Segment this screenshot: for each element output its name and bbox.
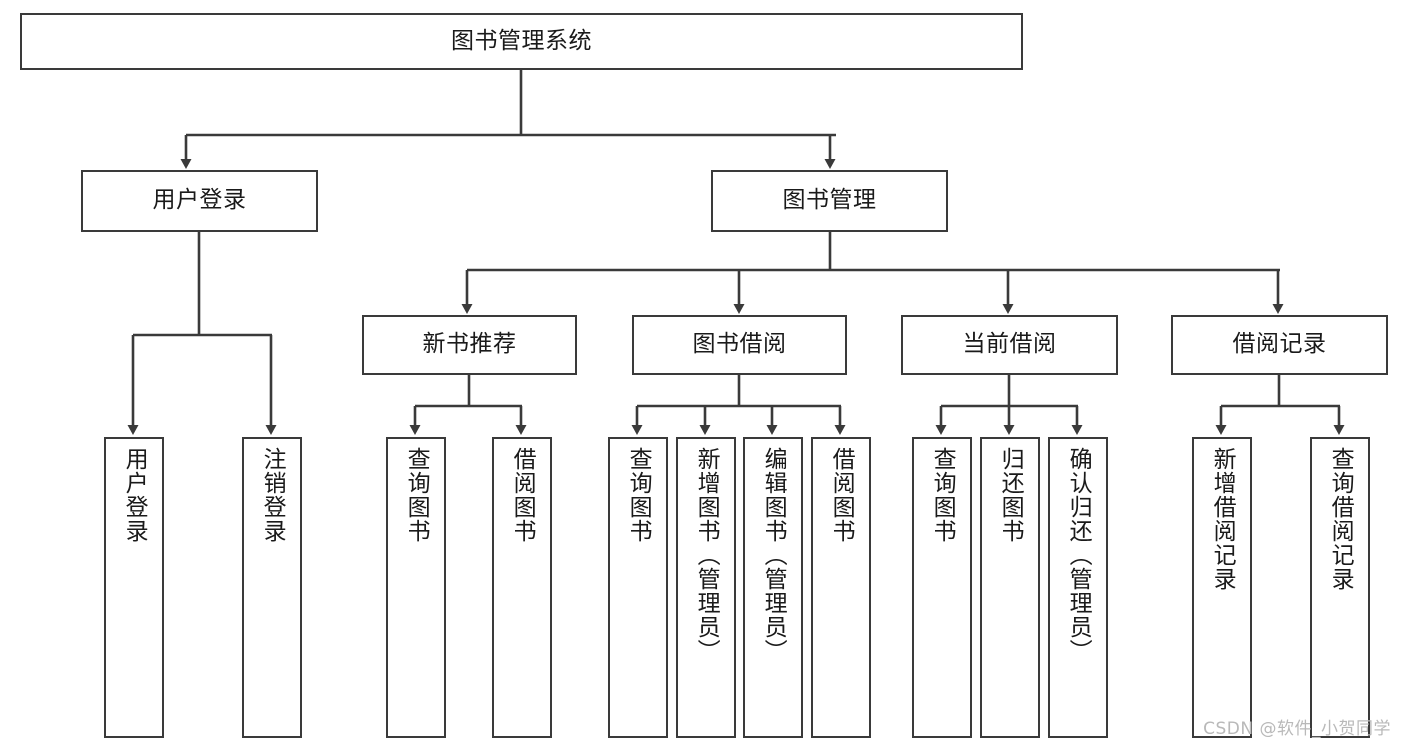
node-book-borrow[interactable]: 图书借阅 — [632, 315, 847, 375]
node-root[interactable]: 图书管理系统 — [20, 13, 1023, 70]
leaf-label: 借阅图书 — [509, 447, 536, 543]
edges-root — [180, 70, 836, 169]
leaf-user-login-login[interactable]: 用户登录 — [104, 437, 164, 738]
leaf-label: 借阅图书 — [828, 447, 855, 543]
leaf-current-borrow-query[interactable]: 查询图书 — [912, 437, 972, 738]
node-current-borrow[interactable]: 当前借阅 — [901, 315, 1118, 375]
leaf-book-borrow-add[interactable]: 新增图书（管理员） — [676, 437, 736, 738]
edges-current-borrow — [935, 375, 1083, 435]
leaf-new-book-query[interactable]: 查询图书 — [386, 437, 446, 738]
leaf-label: 注销登录 — [259, 447, 286, 543]
edges-new-book — [409, 375, 527, 435]
leaf-label: 查询借阅记录 — [1327, 447, 1354, 591]
leaf-current-borrow-return[interactable]: 归还图书 — [980, 437, 1040, 738]
node-new-book-recommend[interactable]: 新书推荐 — [362, 315, 577, 375]
leaf-new-book-borrow[interactable]: 借阅图书 — [492, 437, 552, 738]
leaf-label: 新增图书（管理员） — [693, 447, 720, 663]
leaf-current-borrow-confirm[interactable]: 确认归还（管理员） — [1048, 437, 1108, 738]
leaf-label: 查询图书 — [929, 447, 956, 543]
watermark-text: CSDN @软件_小贺同学 — [1203, 719, 1391, 739]
leaf-label: 归还图书 — [997, 447, 1024, 543]
leaf-borrow-record-query[interactable]: 查询借阅记录 — [1310, 437, 1370, 738]
leaf-label: 确认归还（管理员） — [1065, 447, 1092, 663]
edges-borrow-record — [1215, 375, 1345, 435]
leaf-label: 查询图书 — [403, 447, 430, 543]
edges-user-login — [127, 232, 277, 435]
leaf-label: 编辑图书（管理员） — [760, 447, 787, 663]
leaf-book-borrow-edit[interactable]: 编辑图书（管理员） — [743, 437, 803, 738]
edges-book-borrow — [631, 375, 846, 435]
node-borrow-record[interactable]: 借阅记录 — [1171, 315, 1388, 375]
leaf-borrow-record-add[interactable]: 新增借阅记录 — [1192, 437, 1252, 738]
leaf-book-borrow-query[interactable]: 查询图书 — [608, 437, 668, 738]
leaf-label: 查询图书 — [625, 447, 652, 543]
leaf-label: 新增借阅记录 — [1209, 447, 1236, 591]
node-user-login[interactable]: 用户登录 — [81, 170, 318, 232]
leaf-book-borrow-borrow[interactable]: 借阅图书 — [811, 437, 871, 738]
node-book-management[interactable]: 图书管理 — [711, 170, 948, 232]
edges-book-mgmt — [461, 232, 1284, 314]
leaf-user-login-logout[interactable]: 注销登录 — [242, 437, 302, 738]
leaf-label: 用户登录 — [121, 447, 148, 543]
